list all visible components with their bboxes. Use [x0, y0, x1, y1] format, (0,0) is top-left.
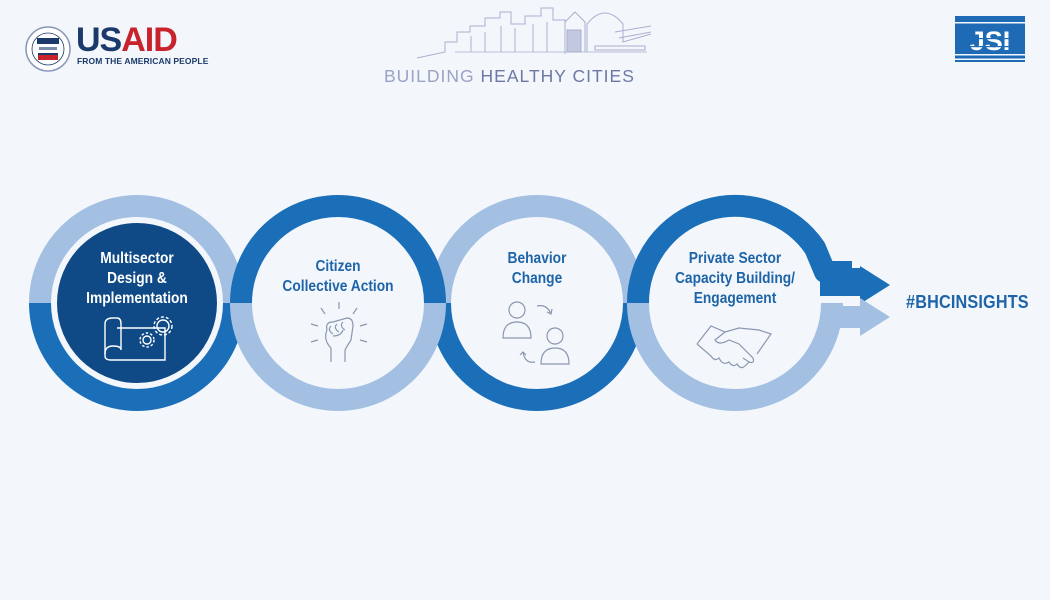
arrow-dark-icon [860, 266, 890, 304]
city-skyline-icon [416, 7, 651, 59]
people-exchange-icon [502, 301, 570, 365]
ring-3 [429, 195, 645, 411]
highlight-disc [57, 223, 217, 383]
ring-4 [626, 194, 890, 411]
usaid-wordmark: USAID [76, 21, 178, 59]
ring-1 [29, 195, 245, 411]
ring-2 [230, 195, 446, 411]
usaid-seal-icon [25, 26, 71, 72]
blueprint-gears-icon [104, 316, 173, 361]
usaid-tagline: FROM THE AMERICAN PEOPLE [77, 56, 209, 66]
raised-fist-icon [310, 302, 368, 362]
arrow-light-icon [860, 298, 890, 336]
handshake-icon [696, 325, 772, 369]
jsi-logo: JSI [955, 16, 1025, 62]
bhc-title: BUILDING HEALTHY CITIES [384, 66, 635, 86]
hashtag-label: #BHCINSIGHTS [906, 292, 1029, 312]
